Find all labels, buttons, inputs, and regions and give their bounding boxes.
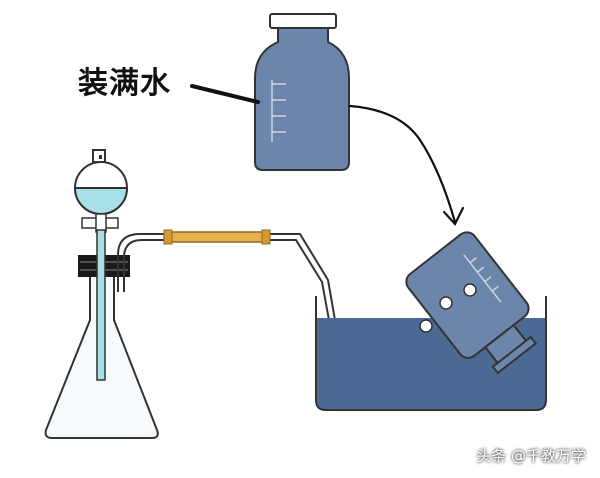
watermark: 头条 @千教万学 [476,447,586,465]
curved-arrow-icon [348,104,465,226]
gas-bubble [463,283,477,297]
label-pointer-line [190,84,260,104]
reagent-bottle-icon [254,13,350,171]
gas-bubble [439,296,453,310]
separatory-funnel-icon [73,149,129,381]
funnel-liquid [73,187,129,215]
gas-bubble [419,319,433,333]
fill-with-water-label: 装满水 [78,66,171,101]
rubber-connector [163,231,269,243]
funnel-stem [96,229,106,381]
